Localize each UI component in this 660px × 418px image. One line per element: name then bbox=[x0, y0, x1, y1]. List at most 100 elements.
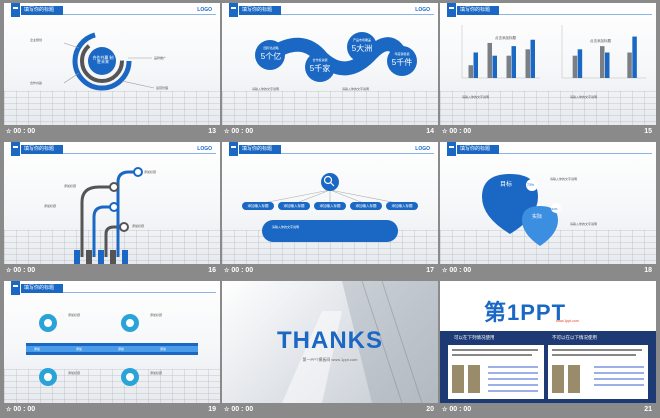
slide-number: 20 bbox=[426, 406, 434, 413]
floor-grid bbox=[440, 91, 656, 125]
label-4: 运营管理 bbox=[156, 86, 169, 90]
star-icon: ☆ bbox=[224, 407, 230, 413]
slide-preview: 填写你的标题 LOGO 国际化战略 5个亿 合作投资额 5千家 产品市场覆盖 5… bbox=[222, 3, 438, 125]
divider bbox=[499, 14, 652, 15]
floor-grid bbox=[222, 91, 438, 125]
bookmark-icon bbox=[447, 142, 456, 156]
transition-time: ☆00 : 00 bbox=[224, 406, 254, 413]
slide-preview: 填写你的标题 目标 73% 实际 34% 请输入你的文字说明 请输入你的文字说明 bbox=[440, 142, 656, 264]
drop-shapes bbox=[482, 174, 561, 246]
bookmark-icon bbox=[229, 3, 238, 17]
ring-diagram bbox=[63, 31, 155, 91]
bar-c2-s2-A bbox=[577, 49, 583, 78]
tree-box-5: 添加输入标题 bbox=[386, 202, 418, 210]
caption-1: 请输入你的文字说明 bbox=[252, 87, 280, 91]
tree-lines bbox=[257, 173, 403, 205]
allowed-heading: 可以在下列情况使用 bbox=[454, 335, 495, 340]
slide-title: 填写你的标题 bbox=[457, 6, 499, 15]
thumbnail-meta: ☆00 : 00 18 bbox=[440, 264, 656, 278]
timeline-1: 添加 bbox=[34, 347, 41, 351]
star-icon: ☆ bbox=[6, 407, 12, 413]
transition-time: ☆00 : 00 bbox=[6, 267, 36, 274]
transition-time: ☆00 : 00 bbox=[442, 128, 472, 135]
transition-time: ☆00 : 00 bbox=[224, 267, 254, 274]
bubble-1-value: 5个亿 bbox=[260, 52, 282, 61]
transition-time: ☆00 : 00 bbox=[442, 406, 472, 413]
star-icon: ☆ bbox=[442, 129, 448, 135]
bookmark-icon bbox=[11, 281, 20, 295]
link-lines bbox=[452, 349, 644, 393]
bubble-2-value: 5千家 bbox=[309, 64, 331, 73]
thumbnail-meta: ☆00 : 00 17 bbox=[222, 264, 438, 278]
floor-grid bbox=[4, 91, 220, 125]
branch-label-2: 添加标题 bbox=[44, 204, 57, 208]
transition-time: ☆00 : 00 bbox=[224, 128, 254, 135]
summary-text: 请输入你的文字说明 bbox=[272, 225, 300, 229]
thumbnail-meta: ☆00 : 00 21 bbox=[440, 403, 656, 417]
thumbnail-slide-14[interactable]: 填写你的标题 LOGO 国际化战略 5个亿 合作投资额 5千家 产品市场覆盖 5… bbox=[222, 3, 438, 139]
timeline-3: 添加 bbox=[118, 347, 125, 351]
star-icon: ☆ bbox=[442, 268, 448, 274]
bar-c1-s1-C bbox=[506, 55, 511, 78]
slide-preview: 填写你的标题 LOGO 添加输入标题 添加输入标题 添加输入标题 添加输入标题 … bbox=[222, 142, 438, 264]
timeline-2: 添加 bbox=[76, 347, 83, 351]
bubble-4-label: 年度销售额 bbox=[394, 52, 410, 56]
thanks-text: THANKS bbox=[277, 327, 383, 354]
bar-c1-s1-D bbox=[525, 49, 530, 78]
thumbnail-meta: ☆00 : 00 14 bbox=[222, 125, 438, 139]
center-label: 合作共赢 制胜未来 bbox=[92, 55, 114, 64]
thumbnail-slide-16[interactable]: 填写你的标题 LOGO 添加标题 添加标题 添加标题 添加标题 ☆00 : 00… bbox=[4, 142, 220, 278]
transition-time: ☆00 : 00 bbox=[6, 128, 36, 135]
divider bbox=[281, 14, 434, 15]
thumbnail-slide-17[interactable]: 填写你的标题 LOGO 添加输入标题 添加输入标题 添加输入标题 添加输入标题 … bbox=[222, 142, 438, 278]
label-2: 合作共赢 bbox=[30, 81, 43, 85]
slide-title: 填写你的标题 bbox=[21, 284, 63, 293]
logo-text: LOGO bbox=[197, 146, 212, 152]
bookmark-icon bbox=[11, 3, 20, 17]
thumbnail-meta: ☆00 : 00 20 bbox=[222, 403, 438, 417]
thumbnail-slide-13[interactable]: 填写你的标题 LOGO 合作共赢 制胜未来 企业规划 合作共赢 品牌推广 运营管… bbox=[4, 3, 220, 139]
building-background bbox=[282, 281, 438, 403]
actual-percent: 34% bbox=[551, 206, 558, 211]
goal-label: 目标 bbox=[500, 182, 513, 188]
thumbnail-slide-18[interactable]: 填写你的标题 目标 73% 实际 34% 请输入你的文字说明 请输入你的文字说明… bbox=[440, 142, 656, 278]
brand-url: www.1ppt.com bbox=[556, 319, 579, 323]
thumbnail-slide-15[interactable]: 填写你的标题 点击添加标题 点击添加标题 请输入你的文字说明 请输入你的文字说明… bbox=[440, 3, 656, 139]
thumbnail-slide-19[interactable]: 填写你的标题 添加标题 添加标题 添加标题 添加标题 添加 添加 添加 添加 ☆… bbox=[4, 281, 220, 417]
logo-text: LOGO bbox=[415, 7, 430, 13]
slide-preview: 填写你的标题 LOGO 合作共赢 制胜未来 企业规划 合作共赢 品牌推广 运营管… bbox=[4, 3, 220, 125]
star-icon: ☆ bbox=[6, 268, 12, 274]
timeline-4: 添加 bbox=[160, 347, 167, 351]
divider bbox=[63, 153, 216, 154]
thumbnail-slide-21[interactable]: 第1PPT www.1ppt.com 可以在下列情况使用 不可以在以下情况使用 bbox=[440, 281, 656, 417]
thumbnail-slide-20[interactable]: THANKS 第一PPT模板网 www.1ppt.com ☆00 : 00 20 bbox=[222, 281, 438, 417]
logo-text: LOGO bbox=[197, 7, 212, 13]
divider bbox=[281, 153, 434, 154]
timeline-graphic bbox=[26, 314, 198, 386]
bar-c1-s1-A bbox=[468, 65, 473, 78]
summary-box: 请输入你的文字说明 bbox=[262, 220, 398, 242]
slide-number: 17 bbox=[426, 267, 434, 274]
bar-c1-s2-B bbox=[492, 55, 497, 78]
bubble-3-value: 5大洲 bbox=[351, 44, 373, 53]
slide-number: 19 bbox=[208, 406, 216, 413]
forbidden-heading: 不可以在以下情况使用 bbox=[552, 335, 597, 340]
star-icon: ☆ bbox=[442, 407, 448, 413]
bar-c1-s2-D bbox=[530, 39, 535, 78]
logo-text: LOGO bbox=[415, 146, 430, 152]
header-2: 添加标题 bbox=[150, 313, 163, 317]
bubble-2-label: 合作投资额 bbox=[312, 58, 328, 62]
bar-charts bbox=[461, 25, 646, 79]
bar-c2-s1-C bbox=[627, 52, 632, 78]
thumbnail-meta: ☆00 : 00 19 bbox=[4, 403, 220, 417]
bar-c2-s2-C bbox=[632, 36, 637, 78]
branch-label-4: 添加标题 bbox=[132, 224, 145, 228]
bookmark-icon bbox=[229, 142, 238, 156]
star-icon: ☆ bbox=[6, 129, 12, 135]
label-3: 品牌推广 bbox=[154, 56, 167, 60]
slide-preview: THANKS 第一PPT模板网 www.1ppt.com bbox=[222, 281, 438, 403]
slide-preview: 填写你的标题 LOGO 添加标题 添加标题 添加标题 添加标题 bbox=[4, 142, 220, 264]
chart-1-title: 点击添加标题 bbox=[495, 36, 516, 40]
brand-logo: 第1PPT bbox=[484, 300, 567, 325]
divider bbox=[499, 153, 652, 154]
